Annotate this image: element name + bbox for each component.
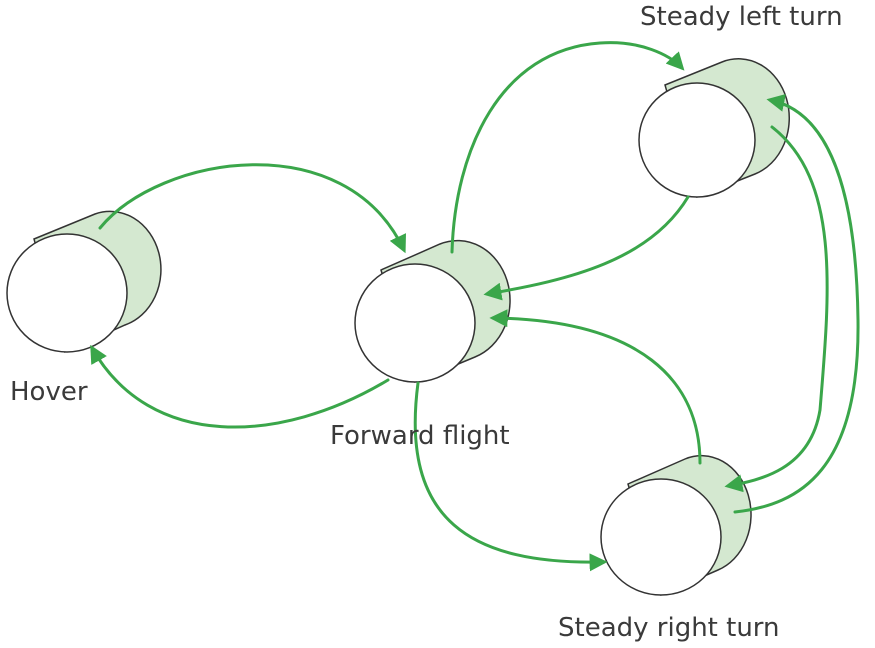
steady-right-turn-label: Steady right turn: [558, 613, 780, 643]
arrow-forward-flight-to-steady-left-turn: [450, 41, 685, 254]
arrow-forward-flight-to-steady-right-turn: [413, 381, 608, 572]
hover-label: Hover: [10, 377, 88, 407]
arrow-steady-right-turn-to-forward-flight: [489, 309, 702, 465]
arrow-steady-right-turn-to-steady-left-turn: [733, 94, 860, 514]
steady-right-turn-node: [600, 454, 752, 597]
hover-circle: [6, 233, 128, 353]
arrow-steady-left-turn-to-forward-flight: [483, 195, 690, 301]
forward-flight-node: [354, 239, 511, 384]
steady-left-turn-label: Steady left turn: [640, 2, 843, 32]
arrow-steady-left-turn-to-steady-right-turn: [724, 125, 829, 493]
hover-node: [6, 210, 162, 354]
steady-left-turn-circle: [638, 82, 756, 198]
forward-flight-circle: [354, 263, 476, 383]
steady-right-turn-circle: [600, 478, 722, 596]
arrow-forward-flight-to-hover: [90, 344, 390, 429]
forward-flight-label: Forward flight: [330, 421, 510, 451]
steady-left-turn-node: [638, 58, 790, 199]
arrow-hover-to-forward-flight: [98, 163, 406, 254]
